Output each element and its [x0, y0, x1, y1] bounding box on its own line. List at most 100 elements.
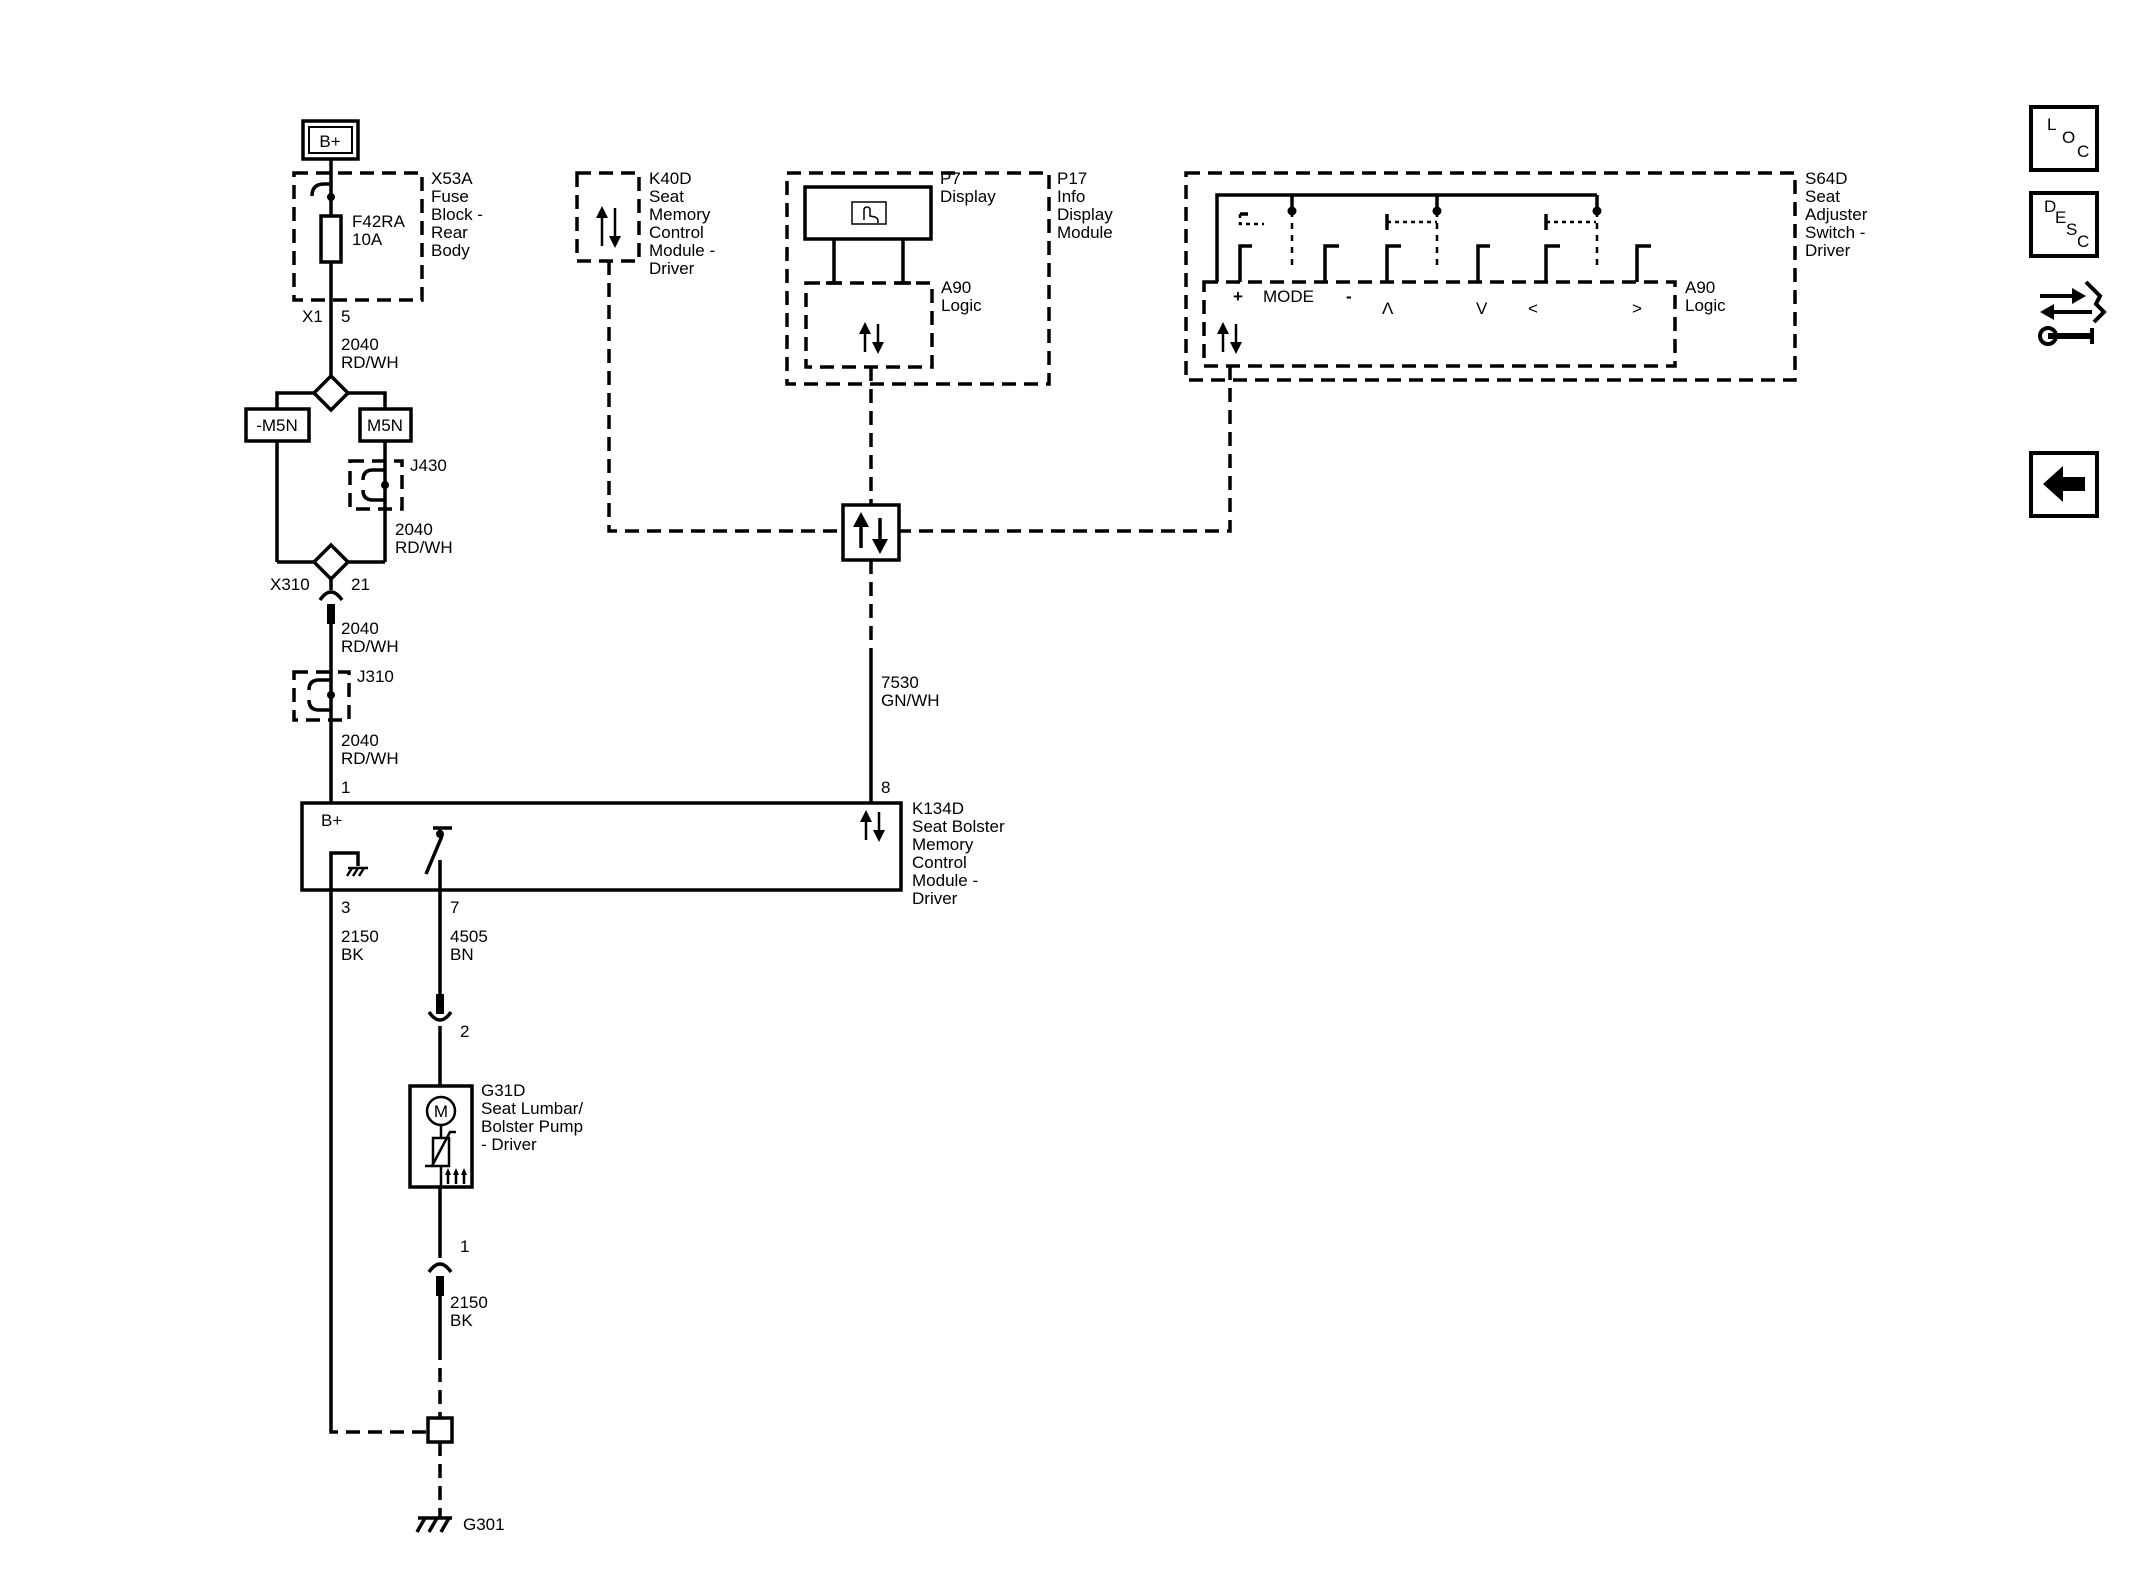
wire-2150-color-upper: BK: [341, 945, 364, 964]
touch-screen-icon: [851, 201, 887, 225]
pump-desc-1: Seat Lumbar/: [481, 1099, 583, 1118]
k134d-name: K134D: [912, 799, 964, 818]
s64d-name: S64D: [1805, 169, 1848, 188]
splice-upper: [311, 373, 351, 413]
p17-desc-3: Module: [1057, 223, 1113, 242]
jumper-j310: J310: [292, 667, 394, 722]
fuse-block-pin: 5: [341, 307, 350, 326]
fuse-name: F42RA: [352, 212, 406, 231]
loc-letter-o: O: [2062, 128, 2075, 147]
k134d-pin-ground: 3: [341, 898, 350, 917]
k134d-pin-motor: 7: [450, 898, 459, 917]
k40d-desc-1: Seat: [649, 187, 684, 206]
wire-7530-pin: 8: [881, 778, 890, 797]
wire-2150-circuit-upper: 2150: [341, 927, 379, 946]
s64d-down-arrow: V: [1476, 299, 1488, 318]
wire-2040-color-a: RD/WH: [341, 353, 399, 372]
pump-desc-2: Bolster Pump: [481, 1117, 583, 1136]
k40d-desc-5: Driver: [649, 259, 695, 278]
k134d-desc-5: Driver: [912, 889, 958, 908]
module-k134d: B+ K134D Seat Bolster Memory Control Mod…: [300, 799, 1005, 908]
left-arrow-icon: [2043, 466, 2085, 502]
fuse-block-desc-4: Body: [431, 241, 470, 260]
wire-2040-circuit-c: 2040: [341, 619, 379, 638]
splice-lower: [311, 542, 351, 582]
k134d-desc-1: Seat Bolster: [912, 817, 1005, 836]
s64d-mode: MODE: [1263, 287, 1314, 306]
s64d-desc-4: Driver: [1805, 241, 1851, 260]
fuse-block-x53a: F42RA 10A X53A Fuse Block - Rear Body X1…: [292, 159, 483, 326]
s64d-desc-1: Seat: [1805, 187, 1840, 206]
fuse-block-desc-2: Block -: [431, 205, 483, 224]
loc-letter-l: L: [2047, 115, 2056, 134]
pump-name: G31D: [481, 1081, 525, 1100]
connector-x310: X310 21: [270, 575, 370, 624]
desc-button[interactable]: D E S C: [2029, 191, 2099, 258]
p17-logic-name: A90: [941, 278, 971, 297]
option-m5n-label: M5N: [367, 416, 403, 435]
p7-name: P7: [940, 169, 961, 188]
p17-logic-desc: Logic: [941, 296, 982, 315]
wire-2150-circuit-lower: 2150: [450, 1293, 488, 1312]
module-k40d: K40D Seat Memory Control Module - Driver: [575, 169, 715, 278]
option-m5n-negative-label: -M5N: [256, 416, 298, 435]
jumper-j310-label: J310: [357, 667, 394, 686]
fuse-block-desc-1: Fuse: [431, 187, 469, 206]
s64d-minus: -: [1346, 287, 1352, 306]
wire-2040-circuit-d: 2040: [341, 731, 379, 750]
desc-letter-c: C: [2077, 232, 2089, 251]
s64d-desc-2: Adjuster: [1805, 205, 1868, 224]
serial-data-junction: [841, 503, 901, 562]
s64d-up-arrow: Λ: [1382, 299, 1394, 318]
module-p17: P7 Display A90 Logic P17 Info Display Mo…: [785, 169, 1113, 386]
wire-2040-color-d: RD/WH: [341, 749, 399, 768]
wire-2040-circuit-b: 2040: [395, 520, 433, 539]
k134d-bplus: B+: [321, 811, 342, 830]
s64d-right-arrow: >: [1632, 299, 1642, 318]
wire-7530-circuit: 7530: [881, 673, 919, 692]
wire-2040-circuit-a: 2040: [341, 335, 379, 354]
fuse-rating: 10A: [352, 230, 383, 249]
p17-desc-1: Info: [1057, 187, 1085, 206]
jumper-j430: J430: [348, 456, 447, 511]
connector-x310-label: X310: [270, 575, 310, 594]
jumper-j430-label: J430: [410, 456, 447, 475]
battery-power-source: B+: [301, 119, 360, 161]
k40d-name: K40D: [649, 169, 692, 188]
option-m5n: M5N: [358, 407, 413, 443]
fuse-block-desc-3: Rear: [431, 223, 468, 242]
wire-2040-color-b: RD/WH: [395, 538, 453, 557]
desc-letter-e: E: [2055, 208, 2066, 227]
k40d-desc-2: Memory: [649, 205, 711, 224]
k134d-pin-bplus: 1: [341, 778, 350, 797]
connector-wrench-icon[interactable]: [2038, 280, 2107, 346]
k40d-desc-3: Control: [649, 223, 704, 242]
s64d-logic-desc: Logic: [1685, 296, 1726, 315]
s64d-desc-3: Switch -: [1805, 223, 1865, 242]
wire-7530-color: GN/WH: [881, 691, 940, 710]
k40d-desc-4: Module -: [649, 241, 715, 260]
p17-name: P17: [1057, 169, 1087, 188]
s64d-logic-name: A90: [1685, 278, 1715, 297]
ground-g301: G301: [415, 1515, 505, 1534]
pump-g31d: M G31D Seat Lumbar/ Bolster Pump - Drive…: [408, 1081, 583, 1189]
k134d-desc-3: Control: [912, 853, 967, 872]
loc-button[interactable]: L O C: [2029, 105, 2099, 172]
desc-letter-s: S: [2066, 220, 2077, 239]
bplus-label: B+: [319, 132, 340, 151]
wire-4505-circuit: 4505: [450, 927, 488, 946]
wire-2040-color-c: RD/WH: [341, 637, 399, 656]
s64d-plus: +: [1233, 287, 1243, 306]
fuse-block-name: X53A: [431, 169, 473, 188]
desc-letter-d: D: [2044, 197, 2056, 216]
ground-g301-label: G301: [463, 1515, 505, 1534]
connector-x310-pin: 21: [351, 575, 370, 594]
back-button[interactable]: [2029, 451, 2099, 518]
pump-pin-bottom: 1: [460, 1237, 469, 1256]
p7-desc: Display: [940, 187, 996, 206]
p17-desc-2: Display: [1057, 205, 1113, 224]
wire-4505-color: BN: [450, 945, 474, 964]
switch-s64d: + MODE - Λ V < > A90 Logic S64D Seat Adj…: [1184, 169, 1868, 382]
pump-motor-symbol: M: [434, 1102, 448, 1121]
